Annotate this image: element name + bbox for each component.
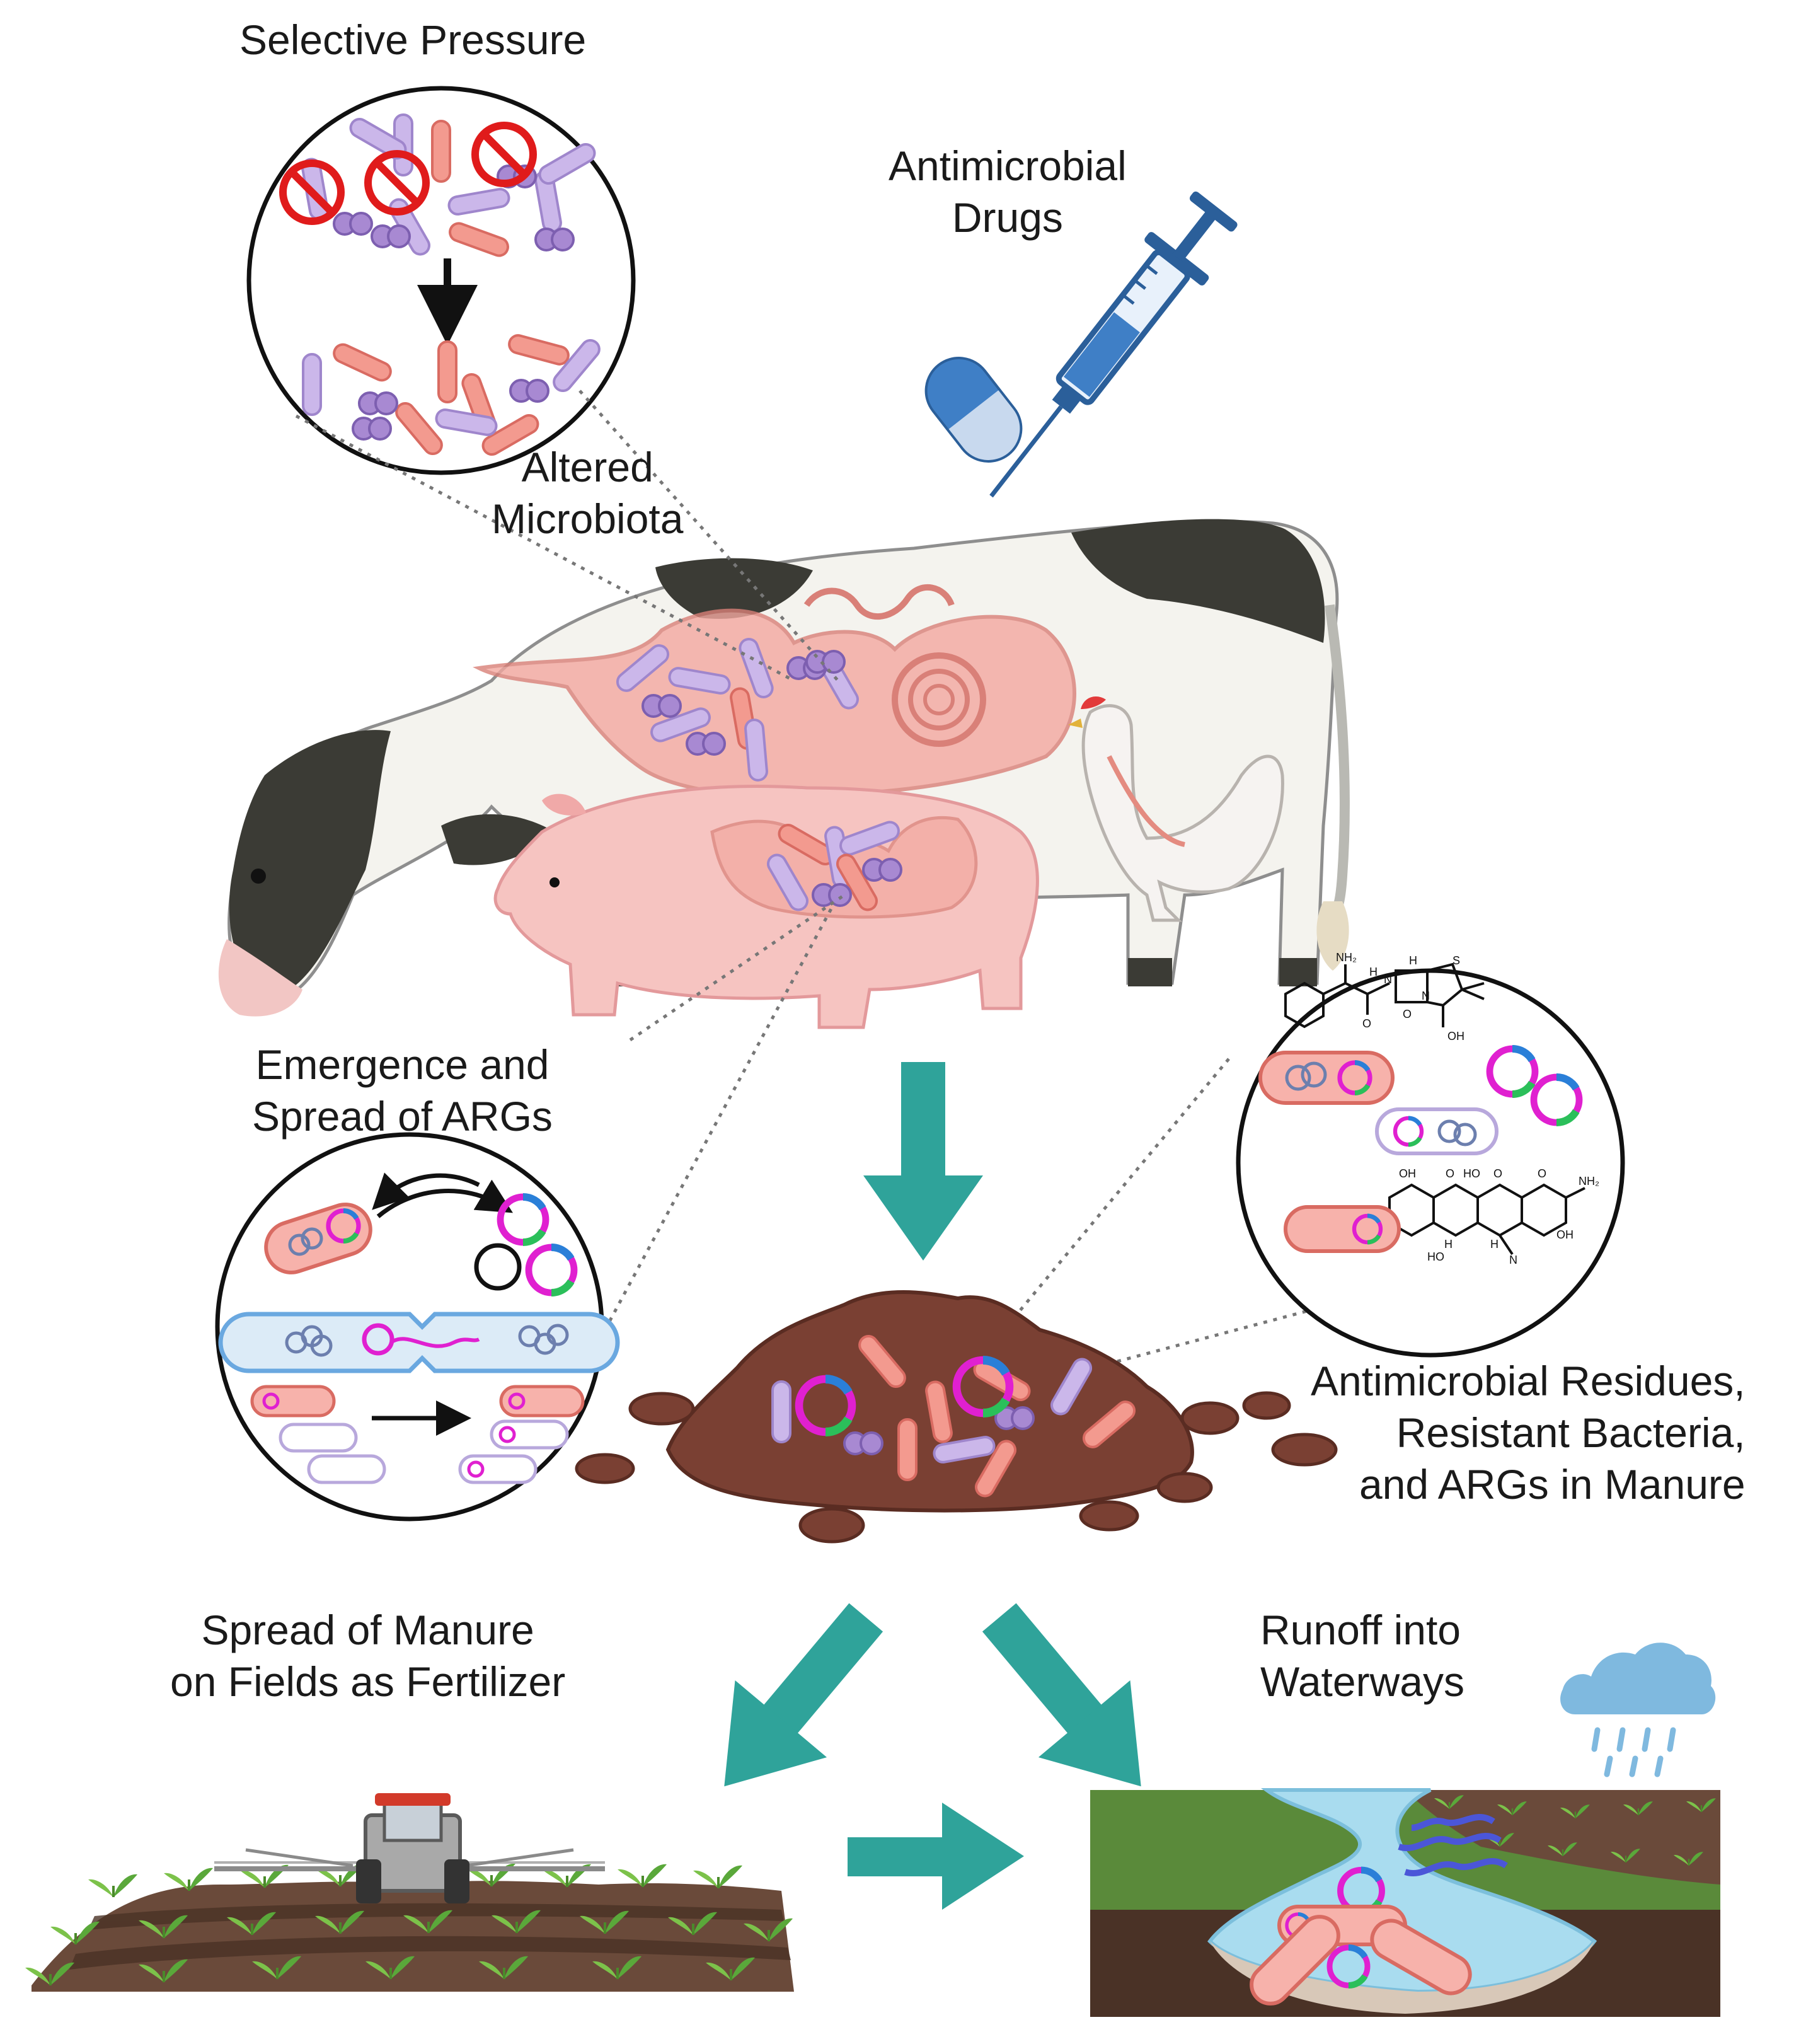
selective-pressure-circle <box>246 86 636 475</box>
svg-text:S: S <box>1453 954 1460 967</box>
label-spread-manure: Spread of Manure on Fields as Fertilizer <box>170 1607 566 1705</box>
label-selective-pressure: Selective Pressure <box>239 16 587 63</box>
resistant-bacteria <box>1258 1049 1579 1253</box>
capsule-icon <box>924 357 1023 463</box>
amoxicillin-structure <box>1284 962 1485 1029</box>
svg-text:HO: HO <box>1463 1167 1480 1180</box>
svg-text:OH: OH <box>1399 1167 1416 1180</box>
empty-plasmid-icon <box>474 1243 522 1291</box>
label-manure-residues: Antimicrobial Residues, Resistant Bacter… <box>1311 1358 1746 1508</box>
label-runoff: Runoff into Waterways <box>1260 1607 1464 1705</box>
runoff-flow-arrows <box>1398 1813 1508 1876</box>
pig <box>493 785 1039 1029</box>
label-emergence-args: Emergence and Spread of ARGs <box>252 1041 553 1140</box>
svg-text:NH₂: NH₂ <box>1336 951 1357 964</box>
replication-row <box>250 1385 585 1484</box>
rain-cloud-icon <box>1560 1643 1716 1777</box>
waterway-scene <box>1090 1643 1720 2017</box>
svg-text:OH: OH <box>1556 1228 1573 1241</box>
donor-bacterium <box>264 1203 372 1274</box>
flow-arrow-to-waterways <box>982 1603 1141 1787</box>
tetracycline-structure <box>1388 1183 1585 1256</box>
svg-text:H: H <box>1490 1238 1499 1250</box>
svg-text:NH₂: NH₂ <box>1579 1175 1599 1187</box>
manure-contents-circle: NH₂ H N H S N O O OH OH O HO O O NH₂ OH … <box>1236 951 1625 1358</box>
svg-text:N: N <box>1509 1254 1517 1266</box>
cow-digestive-tract <box>473 584 1076 799</box>
svg-text:N: N <box>1422 990 1430 1002</box>
farm-field <box>24 1793 794 1992</box>
flow-arrow-to-fields <box>724 1603 883 1787</box>
svg-text:N: N <box>1384 973 1392 986</box>
svg-text:O: O <box>1493 1167 1502 1180</box>
zoom-connector-lines <box>295 390 1355 1382</box>
chicken <box>1068 696 1284 922</box>
svg-text:O: O <box>1362 1017 1371 1030</box>
label-altered-microbiota: Altered Microbiota <box>492 444 684 542</box>
svg-text:HO: HO <box>1427 1250 1444 1263</box>
svg-text:OH: OH <box>1447 1030 1464 1042</box>
tractor-icon <box>214 1793 605 1903</box>
svg-text:H: H <box>1369 966 1378 978</box>
svg-text:O: O <box>1446 1167 1454 1180</box>
label-antimicrobial-drugs: Antimicrobial Drugs <box>889 142 1127 241</box>
flow-arrow-down <box>863 1062 983 1261</box>
svg-text:H: H <box>1409 954 1417 967</box>
svg-text:H: H <box>1444 1238 1453 1250</box>
args-transfer-circle <box>215 1132 620 1521</box>
runoff-bacteria <box>1250 1870 1472 2006</box>
manure-pile <box>575 1290 1338 1544</box>
syringe-icon <box>989 191 1238 498</box>
svg-text:O: O <box>1538 1167 1546 1180</box>
flow-arrow-fields-to-water <box>848 1803 1024 1910</box>
svg-text:O: O <box>1403 1008 1412 1020</box>
conjugating-bacteria <box>218 1312 620 1373</box>
